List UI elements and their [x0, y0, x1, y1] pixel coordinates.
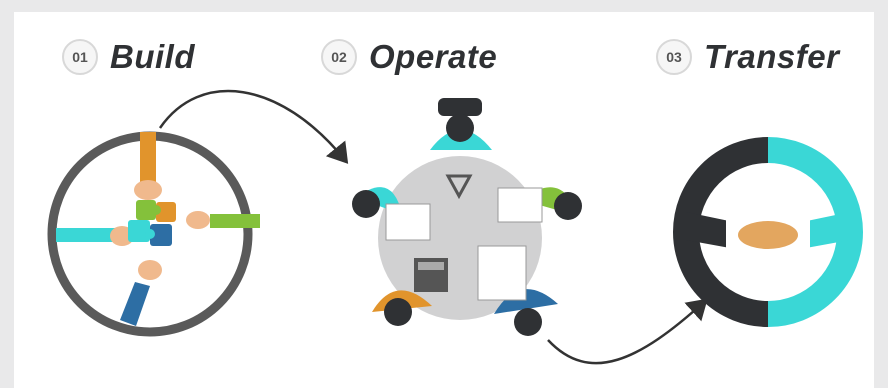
- meeting-table-icon: [352, 98, 582, 336]
- curved-arrow-icon: [548, 302, 704, 363]
- handshake-icon: [686, 150, 850, 314]
- puzzle-hands-icon: [52, 132, 260, 332]
